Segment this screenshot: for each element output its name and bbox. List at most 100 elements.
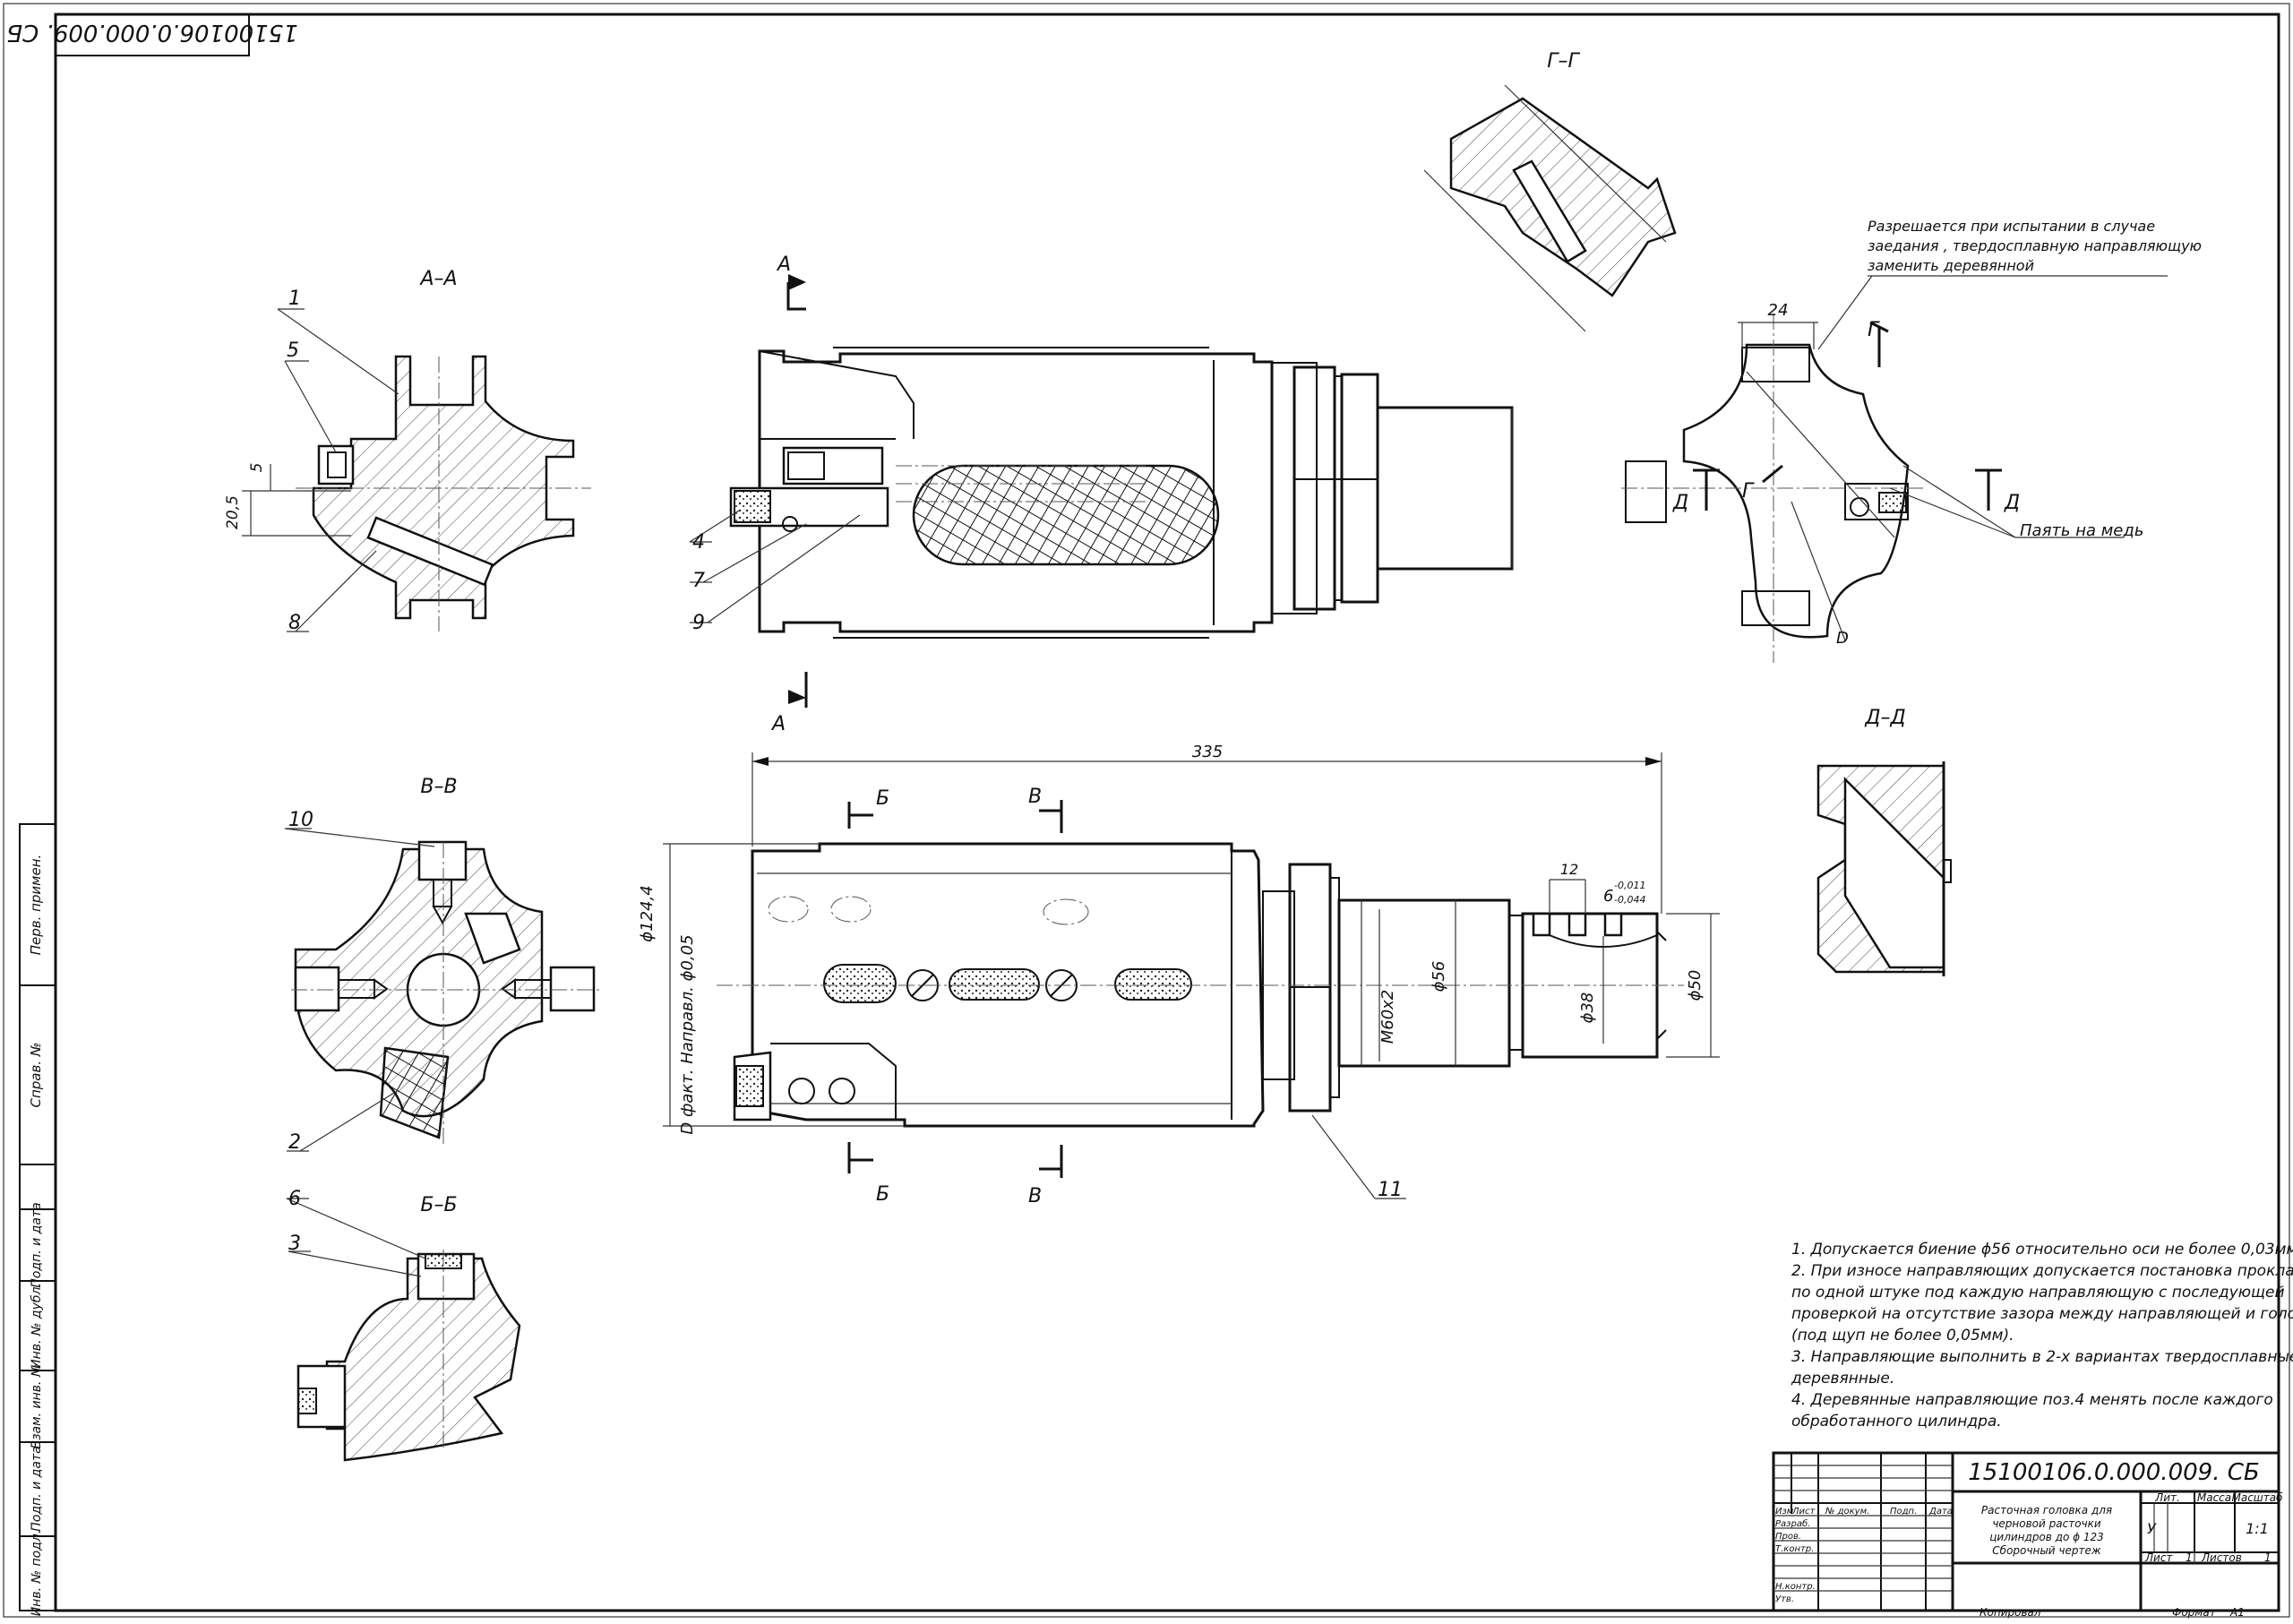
- title-code: 15100106.0.000.009. СБ: [1968, 1459, 2259, 1486]
- top-label-7: 7: [692, 570, 705, 592]
- b-b-label-3: 3: [288, 1233, 301, 1255]
- bottom-mark-v-bottom: [1039, 1145, 1063, 1178]
- end-solder-note: Паять на медь: [2020, 521, 2143, 540]
- drawing-frame: [54, 13, 2280, 1612]
- section-a-a-title: А–А: [418, 268, 457, 290]
- strip-first-use: Перв. примен.: [28, 855, 44, 956]
- top-chamfer: [759, 350, 915, 439]
- d-d-insert: [1843, 776, 1945, 969]
- tb-name-2: черновой расточки: [1992, 1517, 2101, 1530]
- a-a-label-5: 5: [287, 339, 299, 362]
- outer-border: [3, 3, 2290, 1618]
- bottom-insert-screw-2: [829, 1078, 855, 1104]
- note-line-5: (под щуп не более 0,05мм).: [1791, 1327, 2014, 1345]
- end-note-line-3: заменить деревянной: [1868, 257, 2034, 274]
- a-a-pin: [366, 516, 494, 587]
- section-b-b-title: Б–Б: [420, 1194, 457, 1216]
- bottom-shank-thread: [1337, 898, 1511, 1068]
- end-top-guide: [1741, 347, 1810, 382]
- b-b-label-6: 6: [288, 1188, 301, 1210]
- bottom-insert-screw-1: [788, 1078, 815, 1104]
- tb-role-dev: Разраб.: [1775, 1518, 1810, 1529]
- mirrored-stamp-code: 15100106.0.000.009. СБ: [6, 19, 297, 46]
- bottom-dim-d38: ϕ38: [1578, 992, 1597, 1024]
- bottom-mark-v-2: В: [1028, 1185, 1042, 1207]
- bottom-dim-d50: ϕ50: [1686, 970, 1705, 1001]
- top-insert-holder: [782, 446, 884, 485]
- tb-col-izm: Изм: [1775, 1507, 1794, 1517]
- bottom-dim-key-w: 12: [1560, 861, 1578, 878]
- note-line-8: 4. Деревянные направляющие поз.4 менять …: [1791, 1391, 2273, 1409]
- tb-name-3: цилиндров до ϕ 123: [1989, 1531, 2104, 1543]
- note-line-2: 2. При износе направляющих допускается п…: [1791, 1262, 2293, 1280]
- top-shank: [1376, 406, 1514, 571]
- a-a-label-1: 1: [288, 288, 301, 310]
- strip-replace-inv: Взам. инв. №: [30, 1363, 44, 1448]
- tb-col-sign: Подп.: [1890, 1507, 1917, 1517]
- tb-col-date: Дата: [1928, 1507, 1953, 1517]
- v-v-label-2: 2: [288, 1131, 301, 1154]
- top-carbide-tip: [734, 490, 771, 523]
- note-line-3: по одной штуке под каждую направляющую с…: [1791, 1284, 2285, 1302]
- end-left-guide: [1625, 460, 1667, 523]
- tb-lit-header: Лит.: [2154, 1491, 2180, 1504]
- v-v-slot: [464, 912, 521, 965]
- tb-scale-header: Масштаб: [2231, 1491, 2283, 1504]
- a-a-body: [312, 355, 575, 620]
- strip-orig-inv: Инв. № подл.: [30, 1530, 44, 1617]
- section-g-g-title: Г–Г: [1547, 50, 1580, 73]
- bottom-dim-tol-lo: -0,044: [1614, 894, 1645, 906]
- tb-role-ncontrol: Н.контр.: [1775, 1582, 1816, 1592]
- top-label-9: 9: [692, 612, 705, 634]
- tb-copied: Копировал: [1980, 1606, 2041, 1619]
- top-nut-2: [1340, 373, 1379, 604]
- bottom-dim-m60: M60x2: [1378, 990, 1397, 1044]
- strip-ref-no: Справ. №: [28, 1043, 44, 1108]
- bottom-dim-length: 335: [1192, 743, 1223, 761]
- title-block: 15100106.0.000.009. СБ Изм Лист № докум.…: [1772, 1451, 2283, 1612]
- v-v-wooden-guide: [379, 1046, 450, 1139]
- strip-sign-date-1: Подп. и дата: [30, 1202, 44, 1287]
- tb-lit: У: [2147, 1520, 2157, 1537]
- end-mark-d-left: [1693, 468, 1720, 511]
- bottom-dim-tol-up: -0,011: [1614, 880, 1645, 891]
- end-mark-g-top: [1869, 321, 1889, 367]
- note-line-6: 3. Направляющие выполнить в 2-х варианта…: [1791, 1348, 2293, 1366]
- top-screw: [782, 516, 798, 532]
- end-dim-24: 24: [1768, 301, 1789, 320]
- section-d-d: Д–Д: [1816, 707, 1952, 976]
- bottom-mark-b-bottom: [847, 1142, 873, 1173]
- tb-scale: 1:1: [2246, 1520, 2269, 1537]
- section-v-v-title: В–В: [420, 776, 457, 798]
- side-strip: Перв. примен. Справ. № Подп. и дата Инв.…: [19, 823, 56, 1617]
- note-line-9: обработанного цилиндра.: [1791, 1413, 2002, 1431]
- tb-name-1: Расточная головка для: [1981, 1504, 2112, 1517]
- bottom-mark-v-top: [1039, 800, 1063, 833]
- top-neck: [1271, 362, 1318, 614]
- v-v-right-cartridge: [549, 966, 596, 1012]
- v-v-label-10: 10: [288, 809, 313, 831]
- bottom-label-11: 11: [1378, 1179, 1403, 1201]
- top-mark-a-2: А: [770, 713, 786, 735]
- note-line-1: 1. Допускается биение ϕ56 относительно о…: [1791, 1241, 2293, 1259]
- section-mark-a-top: [786, 282, 806, 311]
- v-v-top-cartridge: [417, 840, 468, 881]
- bottom-mark-b-top: [847, 802, 873, 829]
- technical-notes: 1. Допускается биение ϕ56 относительно о…: [1791, 1241, 2293, 1431]
- end-mark-g-1: Г: [1868, 319, 1880, 341]
- bottom-main-view: 335 ϕ124,4 D факт. Направл. ϕ0,05 M60x2 …: [638, 743, 1720, 1207]
- tb-role-check: Пров.: [1775, 1532, 1801, 1542]
- note-line-4: проверкой на отсутствие зазора между нап…: [1791, 1305, 2293, 1323]
- bottom-mark-v-1: В: [1028, 786, 1042, 808]
- tb-format-label: Формат: [2172, 1606, 2217, 1619]
- tb-sheets-label: Листов: [2201, 1551, 2242, 1564]
- tb-col-doc: № докум.: [1825, 1507, 1869, 1517]
- end-mark-g-2: Г: [1742, 480, 1755, 503]
- tb-role-approve: Утв.: [1775, 1594, 1794, 1604]
- end-bottom-guide: [1741, 590, 1810, 626]
- top-label-4: 4: [692, 531, 705, 554]
- bottom-mark-b-2: Б: [876, 1183, 889, 1206]
- section-d-d-title: Д–Д: [1864, 707, 1905, 729]
- end-mark-d-right: [1975, 468, 2002, 511]
